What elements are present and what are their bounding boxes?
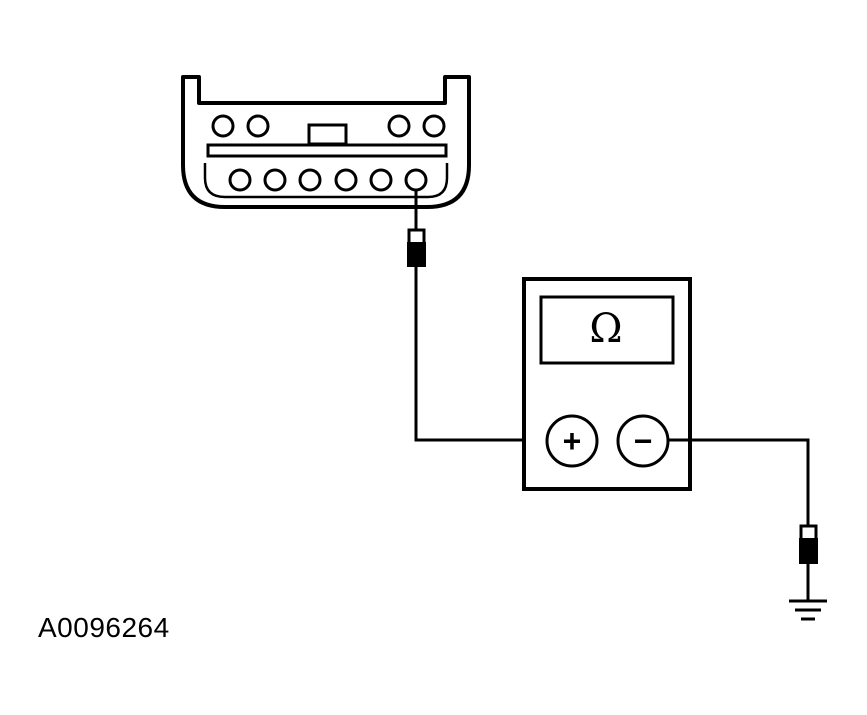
connector-pin <box>211 114 235 138</box>
negative-test-lead <box>668 438 827 621</box>
connector-pin <box>422 114 446 138</box>
multimeter: Ω + − <box>522 277 692 491</box>
connector-pin <box>246 114 270 138</box>
connector-pin <box>298 168 322 192</box>
probe-tip-icon <box>799 524 818 564</box>
connector-pin-probed <box>404 168 428 192</box>
connector-pin <box>387 114 411 138</box>
positive-terminal-label: + <box>563 423 582 459</box>
positive-test-lead <box>407 190 546 442</box>
connector-separator-bar <box>206 143 448 158</box>
connector-latch <box>307 123 348 146</box>
ohm-symbol: Ω <box>589 306 622 352</box>
multimeter-display <box>539 295 675 365</box>
ground-icon <box>789 599 827 621</box>
connector <box>181 75 471 209</box>
connector-pin <box>369 168 393 192</box>
probe-tip-icon <box>407 228 426 267</box>
connector-pin <box>334 168 358 192</box>
negative-lead-wire <box>668 438 810 528</box>
figure-reference-id: A0096264 <box>38 612 170 643</box>
connector-inner-contour <box>203 163 449 199</box>
negative-terminal-label: − <box>634 423 653 459</box>
positive-terminal <box>545 414 599 468</box>
connector-pin <box>263 168 287 192</box>
positive-lead-wire <box>414 266 546 442</box>
connector-pin <box>228 168 252 192</box>
